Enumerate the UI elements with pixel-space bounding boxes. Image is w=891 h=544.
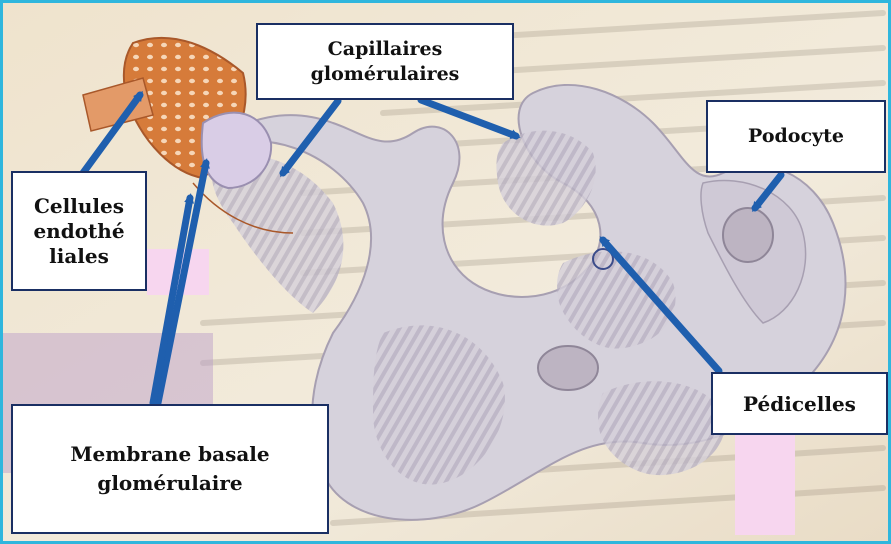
label-membrane-line1: Membrane basale [70,440,269,469]
label-capillaires-line1: Capillaires [311,37,460,62]
label-podocyte-text: Podocyte [748,124,844,149]
label-pedicelles: Pédicelles [711,372,888,435]
label-capillaires-glomerulaires: Capillaires glomérulaires [256,23,514,100]
label-membrane-basale: Membrane basale glomérulaire [11,404,329,534]
label-cellules-line3: liales [33,244,124,269]
nucleus-lower [538,346,598,390]
label-capillaires-line2: glomérulaires [311,62,460,87]
podocyte-nucleus [723,208,773,262]
label-cellules-endotheliales: Cellules endothé liales [11,171,147,291]
label-cellules-line1: Cellules [33,194,124,219]
pink-patch-right [735,435,795,535]
label-cellules-line2: endothé [33,219,124,244]
label-pedicelles-text: Pédicelles [743,391,856,417]
label-membrane-line2: glomérulaire [70,469,269,498]
label-podocyte: Podocyte [706,100,886,173]
